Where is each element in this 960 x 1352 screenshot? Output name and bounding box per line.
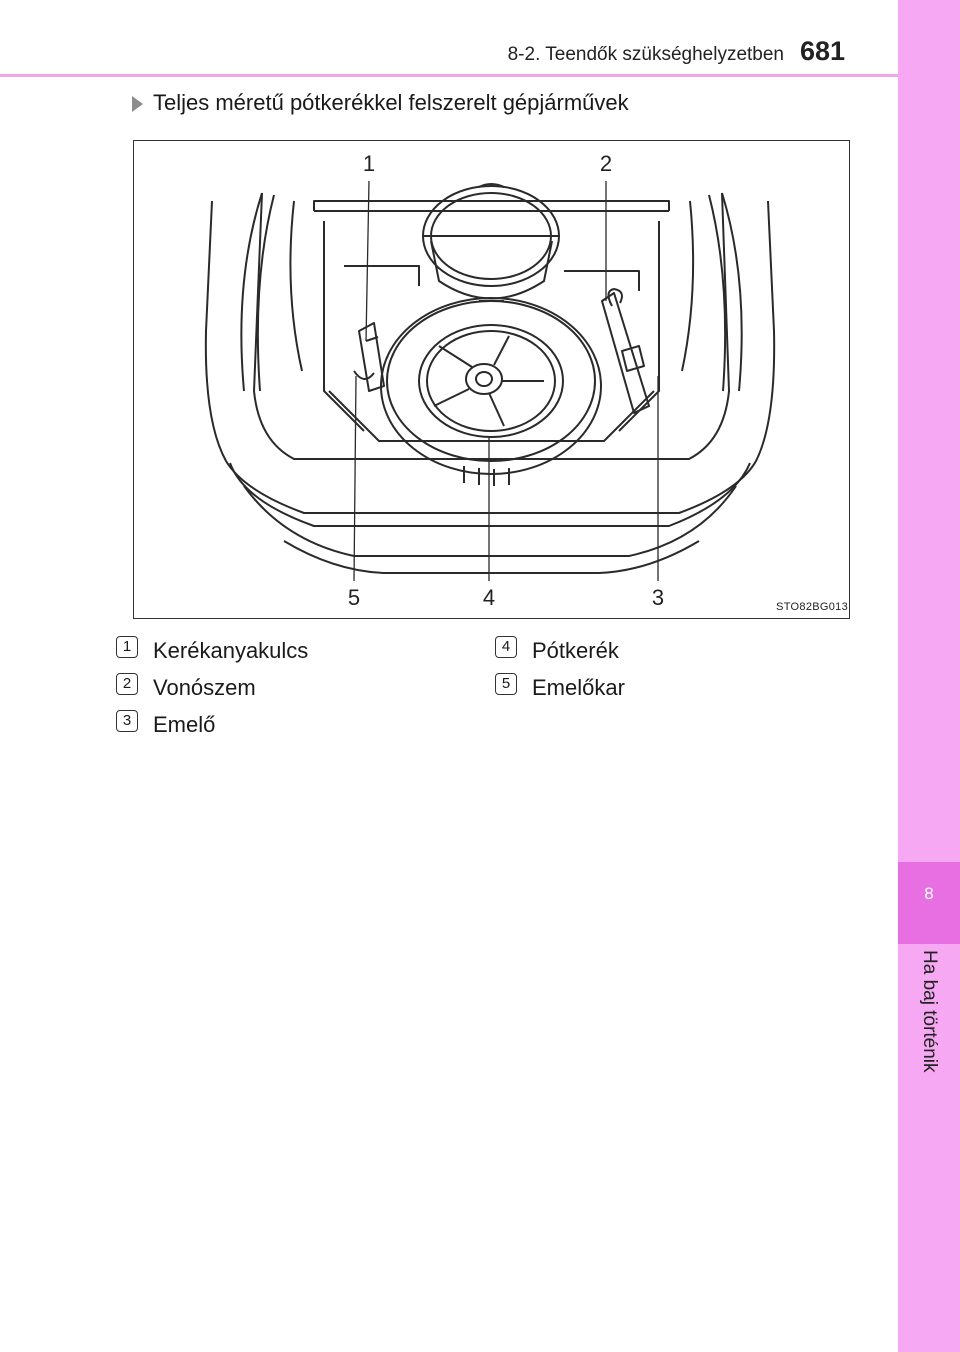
intro-heading: Teljes méretű pótkerékkel felszerelt gép… (153, 90, 629, 115)
legend-label: Kerékanyakulcs (153, 638, 309, 663)
legend-label: Emelő (153, 712, 216, 737)
legend-label: Emelőkar (532, 675, 625, 700)
trunk-drawing (204, 180, 776, 582)
legend-number-badge: 1 (116, 636, 138, 658)
header-divider (0, 74, 898, 77)
legend-label: Vonószem (153, 675, 256, 700)
figure-code: STO82BG013 (776, 601, 848, 613)
callout-4: 4 (482, 585, 496, 610)
chapter-marker (898, 862, 960, 944)
legend-number-badge: 4 (495, 636, 517, 658)
chapter-title: Ha baj történik (919, 950, 940, 1073)
side-tab (898, 0, 960, 1352)
callout-2: 2 (599, 151, 613, 176)
chapter-number: 8 (924, 884, 934, 903)
legend-label: Pótkerék (532, 638, 619, 663)
trunk-illustration: 1 2 3 4 5 STO82BG013 (133, 140, 850, 619)
page-number: 681 (800, 36, 846, 66)
legend-number-badge: 3 (116, 710, 138, 732)
bullet-arrow-icon (132, 96, 143, 112)
callout-5: 5 (347, 585, 361, 610)
legend-number-badge: 2 (116, 673, 138, 695)
callout-1: 1 (362, 151, 376, 176)
legend-number-badge: 5 (495, 673, 517, 695)
callout-3: 3 (651, 585, 665, 610)
section-title: 8-2. Teendők szükséghelyzetben (507, 44, 784, 65)
